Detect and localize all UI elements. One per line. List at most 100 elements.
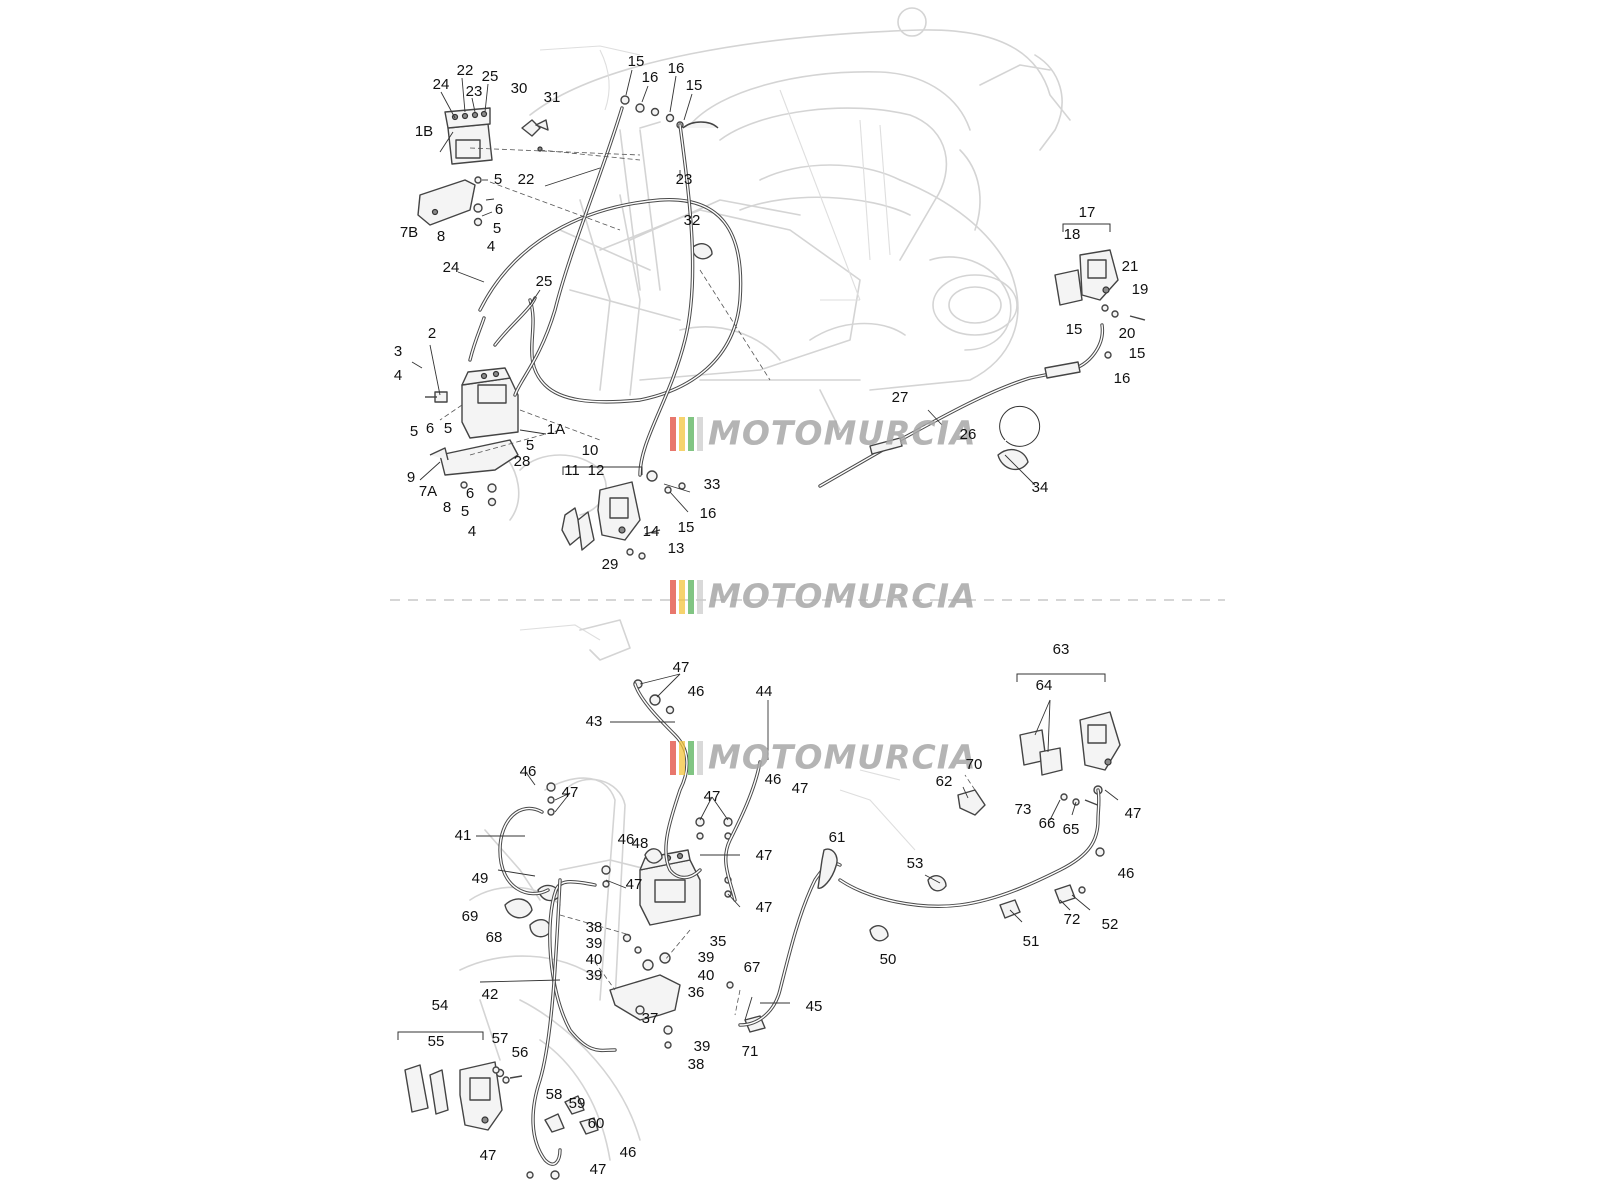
- watermark-stripe: [670, 580, 676, 614]
- watermark-motomurcia-1: MOTOMURCIA: [670, 414, 977, 453]
- watermark-stripe: [697, 741, 703, 775]
- callout-label: 12: [588, 462, 605, 479]
- callout-label: 25: [536, 273, 553, 290]
- callout-label: 15: [678, 519, 695, 536]
- callout-label: 25: [482, 68, 499, 85]
- hose-clips-bottom: [504, 789, 1076, 1135]
- callout-label: 44: [756, 683, 773, 700]
- callout-label: 64: [1036, 677, 1053, 694]
- leader-lines-bottom: [476, 673, 1119, 1021]
- callout-label: 47: [673, 659, 690, 676]
- callout-label: 5: [526, 437, 534, 454]
- callout-label: 5: [444, 420, 452, 437]
- bracket-7b: [417, 176, 483, 227]
- hose-clip-32: [691, 243, 713, 260]
- bracket-7a: [429, 439, 519, 507]
- callout-label: 7A: [419, 483, 437, 500]
- callout-label: 16: [668, 60, 685, 77]
- callout-label: 36: [688, 984, 705, 1001]
- callout-label: 57: [492, 1030, 509, 1047]
- callout-label: 60: [588, 1115, 605, 1132]
- callout-label: 39: [586, 967, 603, 984]
- callout-label: 15: [1066, 321, 1083, 338]
- watermark-stripe: [670, 417, 676, 451]
- callout-label: 72: [1064, 911, 1081, 928]
- callout-label: 19: [1132, 281, 1149, 298]
- callout-label: 62: [936, 773, 953, 790]
- callout-label: 14: [643, 523, 660, 540]
- callout-label: 16: [700, 505, 717, 522]
- callout-label: 55: [428, 1033, 445, 1050]
- callout-label: 48: [632, 835, 649, 852]
- callout-label: 43: [586, 713, 603, 730]
- callout-label: 54: [432, 997, 449, 1014]
- callout-label: 34: [1032, 479, 1049, 496]
- watermark-stripe: [670, 741, 676, 775]
- callout-label: 71: [742, 1043, 759, 1060]
- callout-label: 22: [518, 171, 535, 188]
- callout-label: 16: [642, 69, 659, 86]
- callout-label: 6: [495, 201, 503, 218]
- callout-label: 38: [688, 1056, 705, 1073]
- callout-label: 28: [514, 453, 531, 470]
- brake-hoses-bottom: [498, 682, 1101, 1166]
- callout-label: 6: [466, 485, 474, 502]
- callout-label: 24: [433, 76, 450, 93]
- watermark-stripe: [688, 417, 694, 451]
- callout-label: 46: [620, 1144, 637, 1161]
- callout-label: 46: [1118, 865, 1135, 882]
- callout-label: 63: [1053, 641, 1070, 658]
- callout-label: 8: [443, 499, 451, 516]
- callout-label: 41: [455, 827, 472, 844]
- watermark-stripe: [697, 580, 703, 614]
- callout-label: 6: [426, 420, 434, 437]
- callout-label: 59: [569, 1095, 586, 1112]
- callout-label: 7B: [400, 224, 418, 241]
- callout-label: 15: [628, 53, 645, 70]
- scooter-frame-outline-top: [499, 7, 1071, 521]
- callout-label: 68: [486, 929, 503, 946]
- watermark-motomurcia-3: MOTOMURCIA: [670, 738, 976, 777]
- callout-label: 31: [544, 89, 561, 106]
- callout-labels: 1B 24 22 23 25 30 31 15 16 16 15 5 22 23…: [394, 53, 1149, 1178]
- watermark-motomurcia-2: MOTOMURCIA: [670, 577, 977, 616]
- callout-label: 67: [744, 959, 761, 976]
- callout-label: 40: [586, 951, 603, 968]
- scooter-frame-outline-bottom: [459, 619, 916, 1161]
- watermark-stripe: [688, 580, 694, 614]
- guide-lines-top: [439, 147, 771, 456]
- callout-label: 47: [562, 784, 579, 801]
- watermark-text: MOTOMURCIA: [708, 414, 977, 453]
- callout-label: 47: [704, 788, 721, 805]
- callout-label: 4: [394, 367, 402, 384]
- callout-label: 39: [586, 935, 603, 952]
- callout-label: 56: [512, 1044, 529, 1061]
- watermark-stripe: [679, 417, 685, 451]
- hose-clip-30: [521, 119, 549, 152]
- callout-label: 47: [756, 899, 773, 916]
- callout-label: 39: [694, 1038, 711, 1055]
- callout-label: 53: [907, 855, 924, 872]
- assembly-brackets-top: [562, 223, 1111, 475]
- callout-label: 66: [1039, 815, 1056, 832]
- callout-label: 2: [428, 325, 436, 342]
- callout-label: 5: [410, 423, 418, 440]
- callout-label: 20: [1119, 325, 1136, 342]
- callout-label: 32: [684, 212, 701, 229]
- callout-label: 46: [688, 683, 705, 700]
- callout-label: 23: [676, 171, 693, 188]
- callout-label: 46: [618, 831, 635, 848]
- callout-label: 15: [1129, 345, 1146, 362]
- callout-label: 45: [806, 998, 823, 1015]
- callout-label: 13: [668, 540, 685, 557]
- abs-modulator-1a: [425, 367, 519, 439]
- callout-label: 4: [487, 238, 495, 255]
- callout-label: 11: [564, 462, 580, 479]
- front-brake-caliper-54: [404, 1061, 523, 1131]
- callout-label: 3: [394, 343, 402, 360]
- watermark-text: MOTOMURCIA: [708, 577, 977, 616]
- callout-label: 5: [494, 171, 502, 188]
- abs-control-unit-1b: [444, 107, 493, 165]
- callout-label: 40: [698, 967, 715, 984]
- callout-label: 1B: [415, 123, 433, 140]
